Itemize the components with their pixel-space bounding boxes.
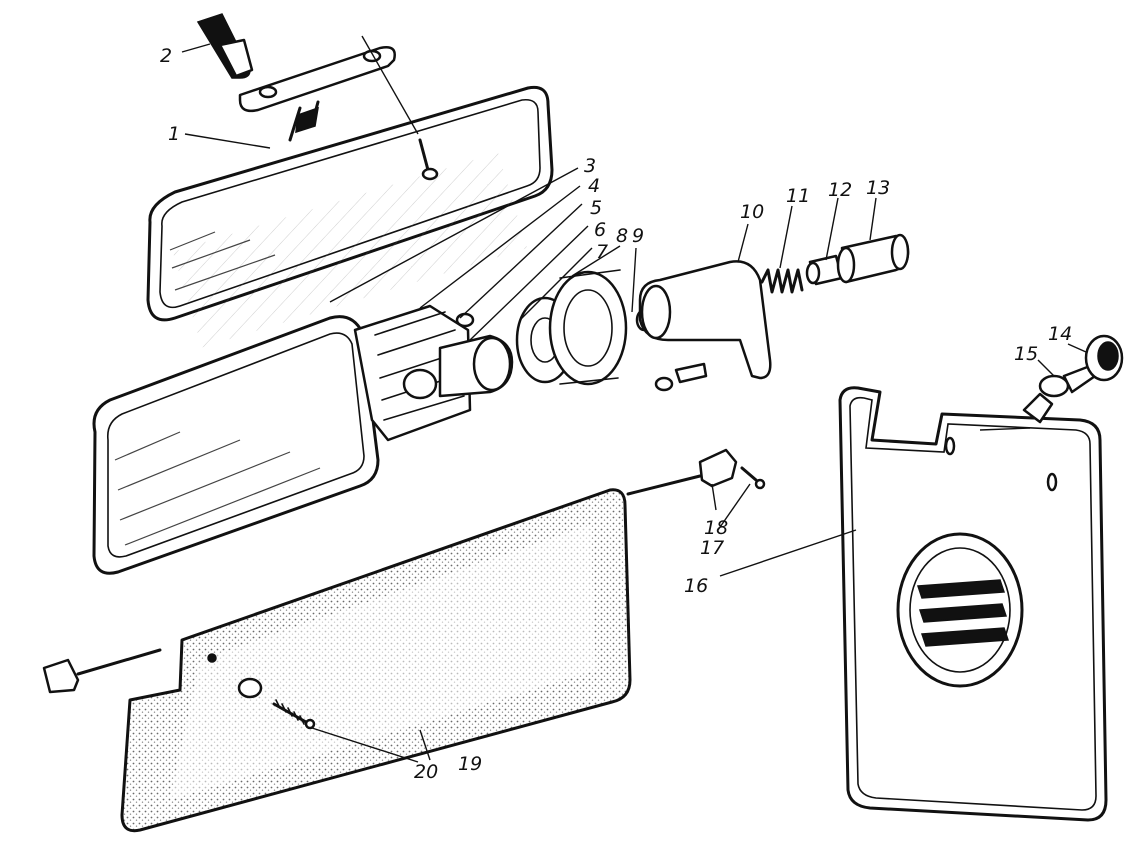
visor-screw (272, 699, 316, 730)
plastic-rivet (1022, 334, 1124, 424)
callout-2: 2 (160, 45, 172, 67)
callout-17: 17 (700, 537, 724, 559)
mirror-screw (418, 138, 439, 181)
callout-14: 14 (1048, 323, 1072, 345)
callout-15: 15 (1014, 343, 1038, 365)
callout-6: 6 (594, 219, 606, 241)
adjusting-knob (836, 233, 910, 284)
spring (760, 268, 804, 294)
callout-8: 8 (616, 225, 628, 247)
callout-13: 13 (866, 177, 890, 199)
cup-washer (515, 269, 628, 386)
rear-view-mirror-upper (146, 85, 554, 348)
callout-5: 5 (590, 197, 602, 219)
leader-lines (181, 35, 1087, 763)
callout-3: 3 (584, 155, 596, 177)
pivot-screw (740, 466, 766, 490)
callout-4: 4 (588, 175, 600, 197)
callout-labels: 1 2 3 4 5 6 7 8 9 10 11 12 13 14 15 16 1… (160, 45, 1072, 783)
callout-9: 9 (632, 225, 644, 247)
callout-11: 11 (786, 185, 810, 207)
callout-1: 1 (168, 123, 180, 145)
ball-stud (438, 334, 514, 398)
callout-7: 7 (596, 241, 608, 263)
callout-10: 10 (740, 201, 764, 223)
mud-flap (838, 386, 1108, 822)
visor-pivot-right (626, 448, 738, 496)
swivel-bracket (638, 260, 772, 380)
ball-socket-housing (353, 304, 475, 442)
sun-visor (120, 488, 632, 833)
callout-19: 19 (458, 753, 482, 775)
sleeve (805, 254, 844, 286)
mirror-clip (196, 13, 254, 79)
callout-20: 20 (414, 761, 438, 783)
callout-18: 18 (704, 517, 728, 539)
visor-pivot-left (42, 648, 162, 694)
callout-16: 16 (684, 575, 708, 597)
callout-12: 12 (828, 179, 852, 201)
mirror-mounting-bracket (238, 46, 396, 142)
rear-view-mirror-lower (92, 315, 380, 575)
